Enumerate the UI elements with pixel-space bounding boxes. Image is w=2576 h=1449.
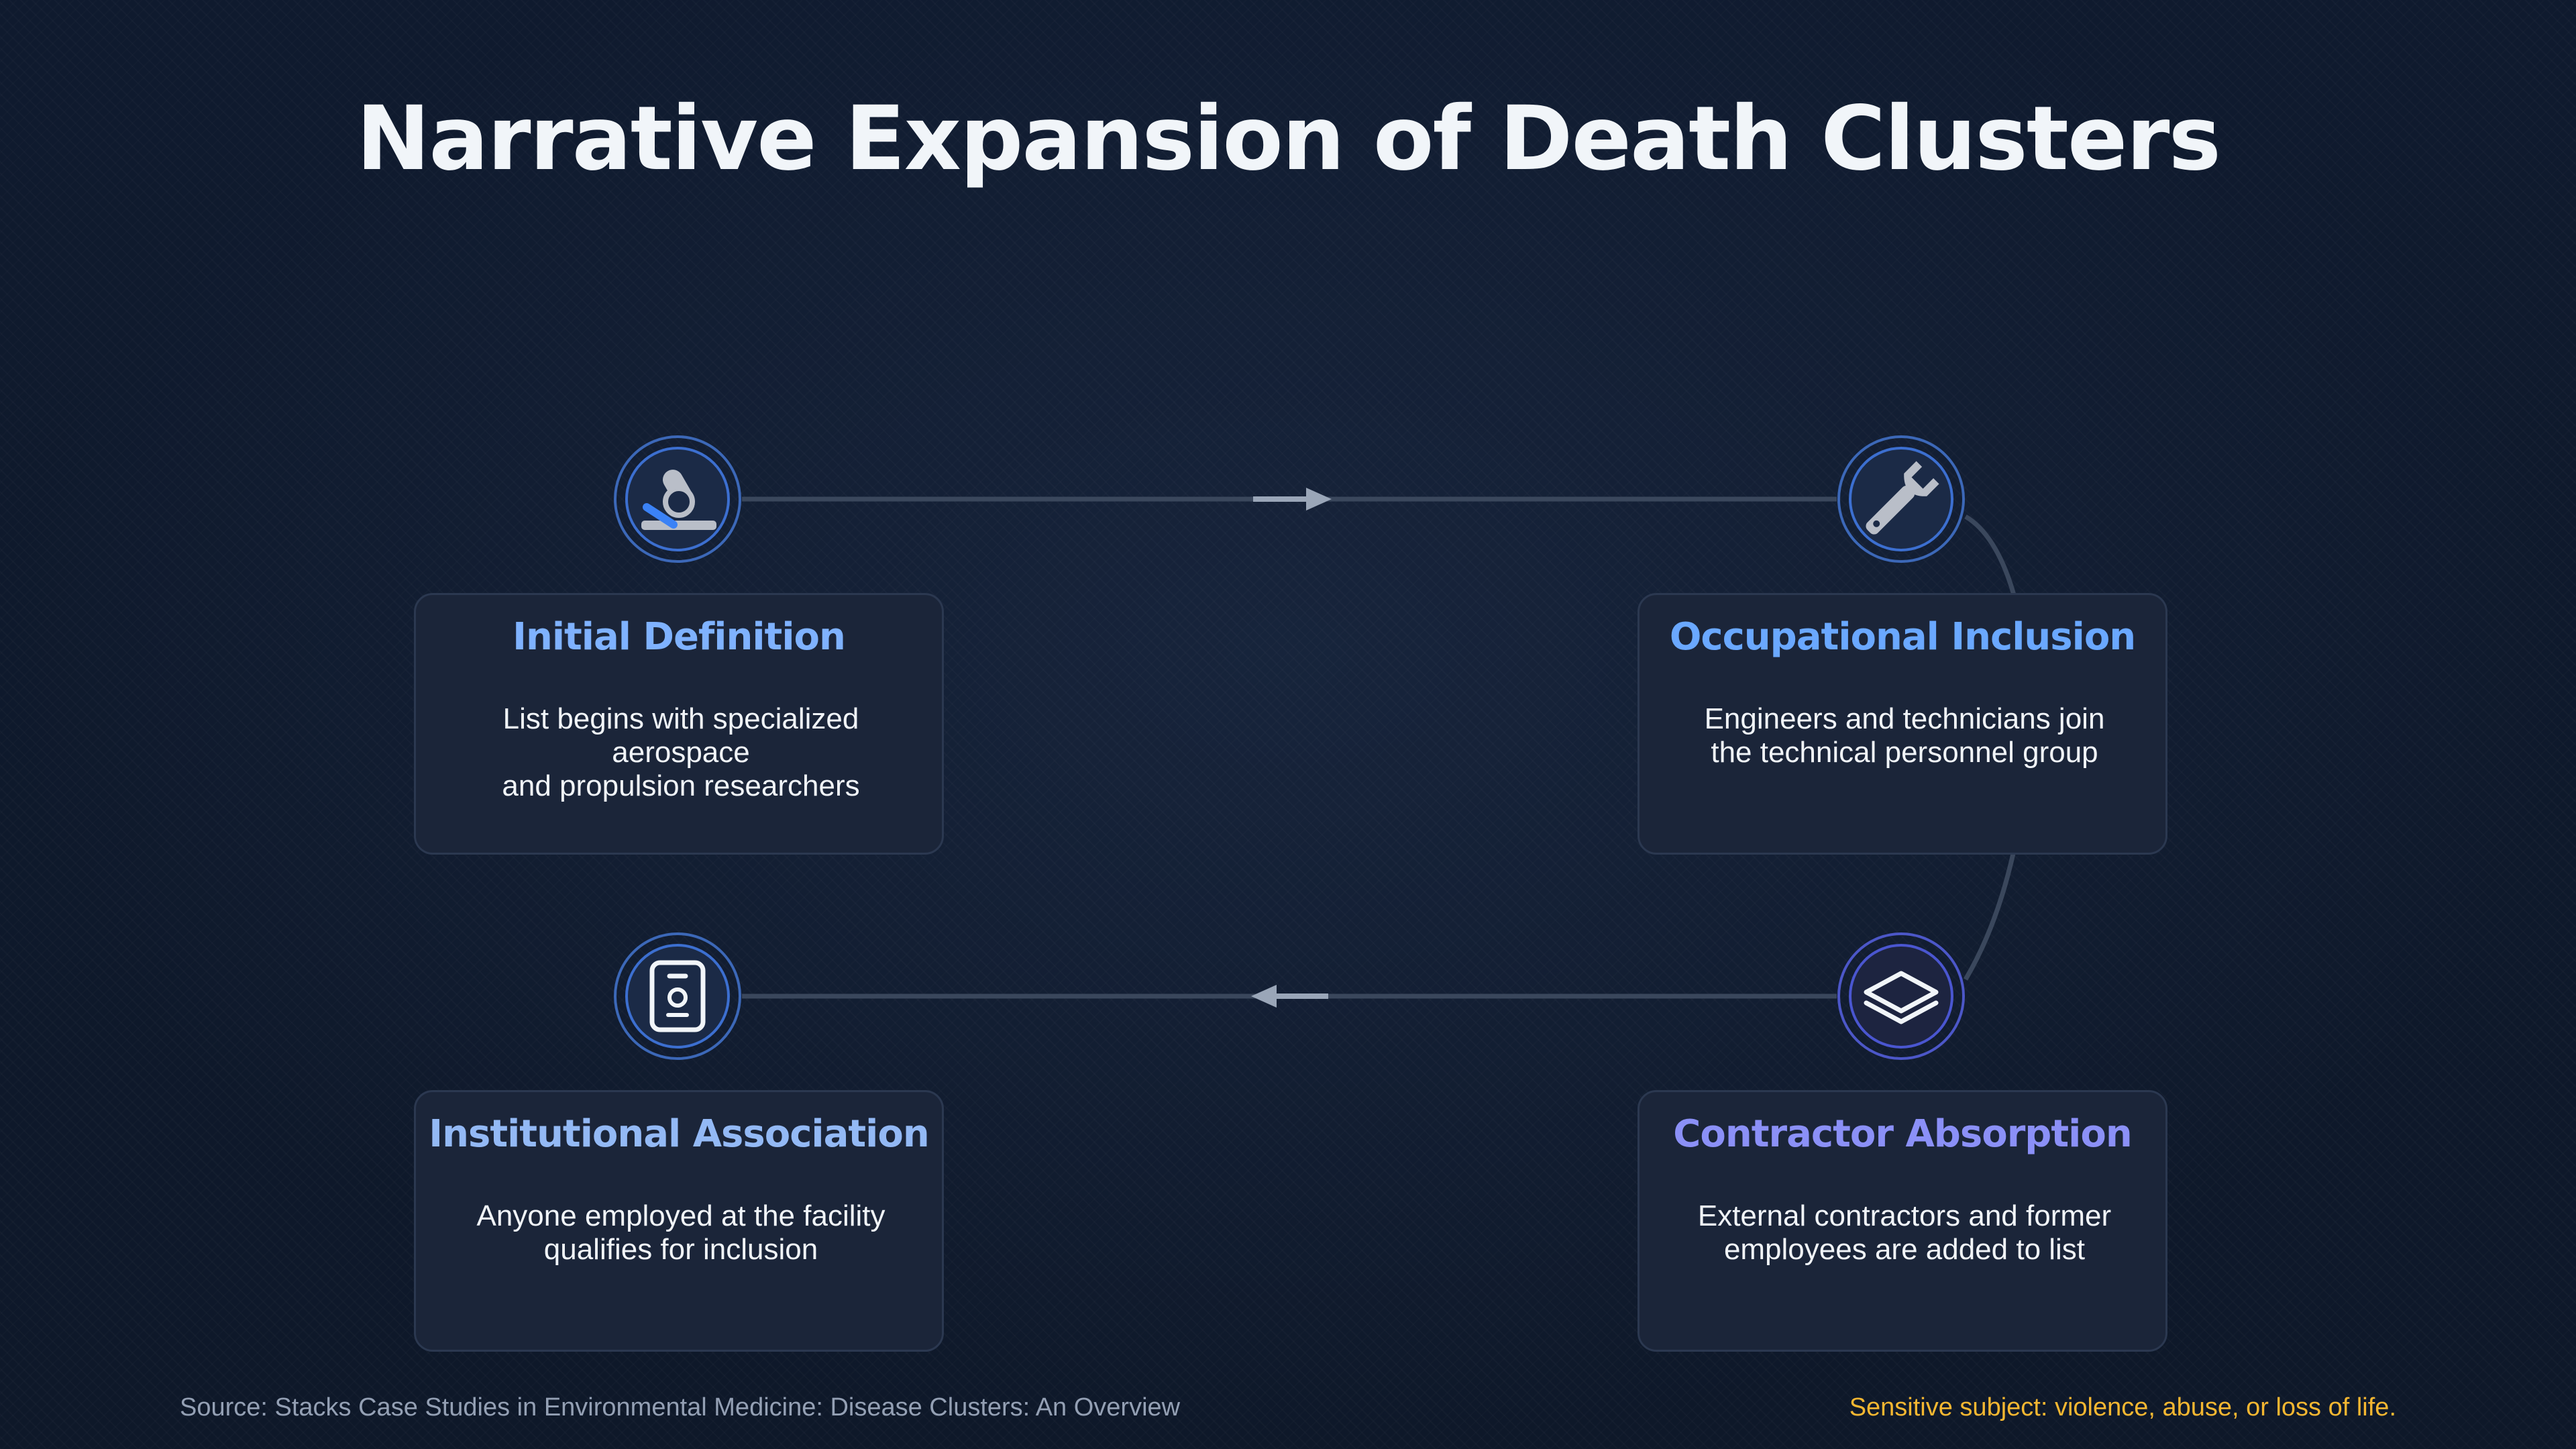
step-description-line: employees are added to list (1723, 1233, 2086, 1266)
step-description-line: List begins with specialized aerospace (502, 702, 859, 769)
page-title: Narrative Expansion of Death Clusters (356, 87, 2221, 191)
step-card-institutional-association: Institutional Association Anyone employe… (414, 1090, 944, 1352)
layers-icon (1837, 932, 1965, 1060)
step-description: Anyone employed at the facility qualifie… (436, 1199, 926, 1267)
step-title: Institutional Association (429, 1112, 929, 1156)
step-card-contractor-absorption: Contractor Absorption External contracto… (1638, 1090, 2167, 1352)
step-card-initial-definition: Initial Definition List begins with spec… (414, 593, 944, 855)
source-citation: Source: Stacks Case Studies in Environme… (180, 1393, 1181, 1421)
connector-step3-to-step4 (742, 985, 1837, 1008)
content-warning: Sensitive subject: violence, abuse, or l… (1849, 1393, 2396, 1421)
step-description: External contractors and former employee… (1660, 1199, 2149, 1267)
step-description: Engineers and technicians join the techn… (1660, 702, 2149, 769)
step-description-line: Engineers and technicians join (1704, 702, 2105, 735)
step-description-line: qualifies for inclusion (543, 1233, 818, 1266)
step-description: List begins with specialized aerospace a… (436, 702, 926, 803)
step-card-occupational-inclusion: Occupational Inclusion Engineers and tec… (1638, 593, 2167, 855)
wrench-icon (1837, 435, 1965, 563)
step-description-line: the technical personnel group (1711, 736, 2098, 769)
step-description-line: External contractors and former (1697, 1199, 2112, 1232)
step-title: Initial Definition (513, 615, 846, 659)
step-title: Contractor Absorption (1673, 1112, 2132, 1156)
id-badge-icon (614, 932, 741, 1060)
microscope-icon (614, 435, 741, 563)
step-description-line: and propulsion researchers (502, 769, 860, 802)
step-description-line: Anyone employed at the facility (476, 1199, 885, 1232)
step-title: Occupational Inclusion (1669, 615, 2136, 659)
connector-step1-to-step2 (742, 488, 1837, 511)
